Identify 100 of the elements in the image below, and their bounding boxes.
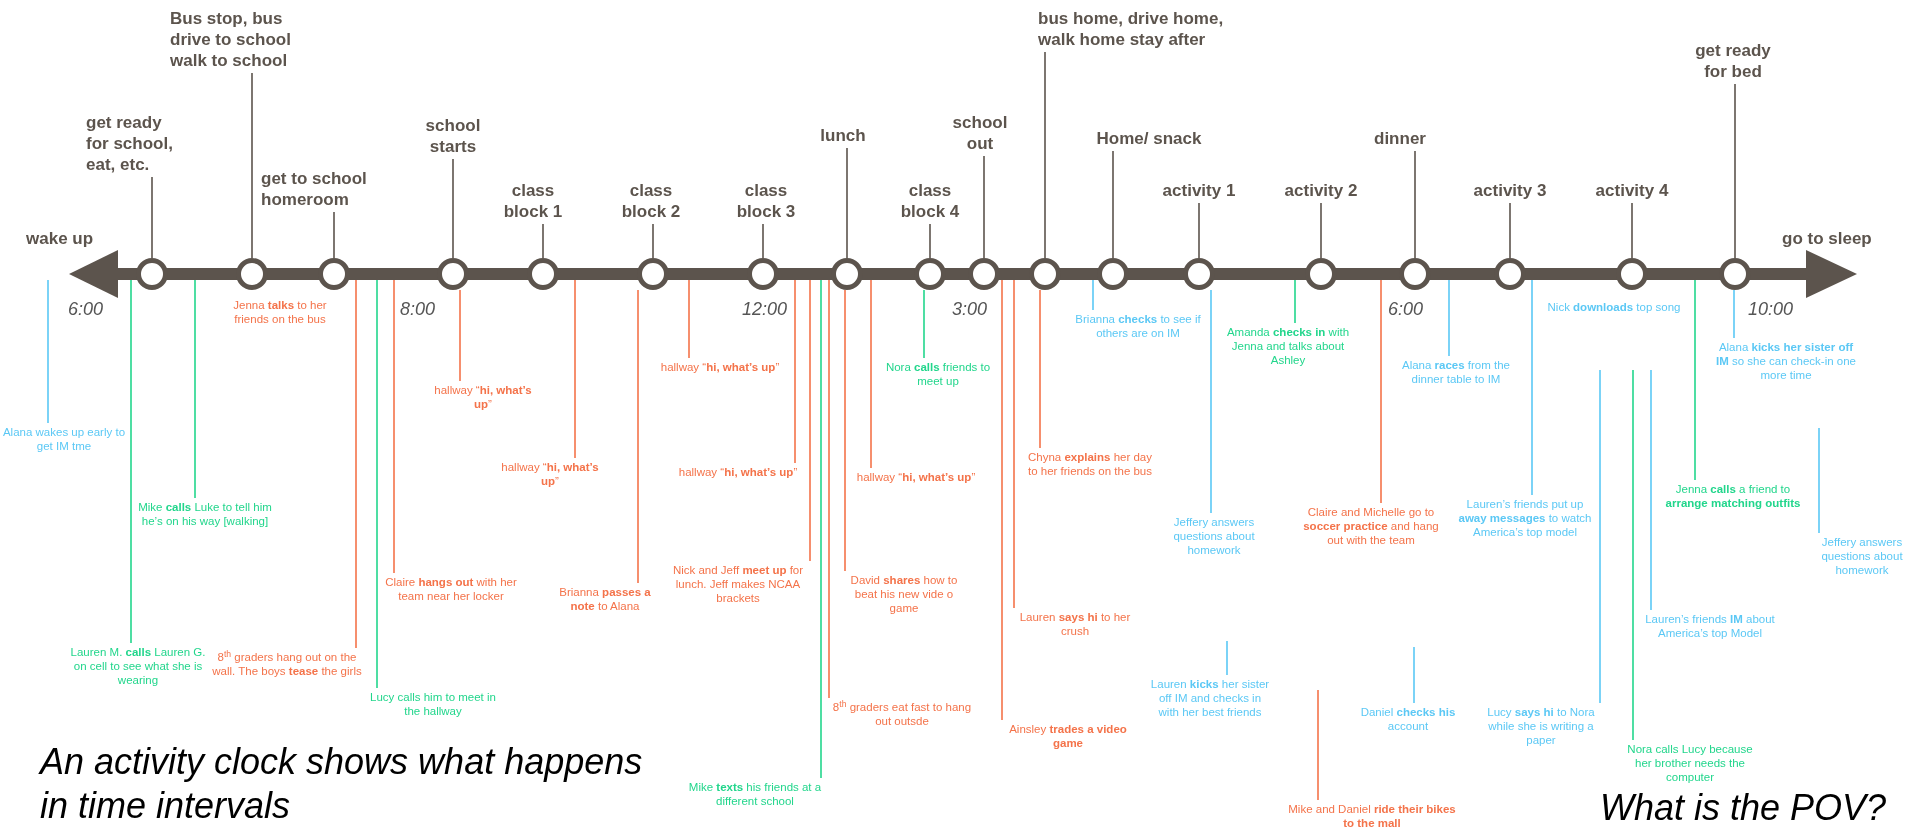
leader-line bbox=[1320, 202, 1322, 259]
event-note: hallway “hi, what’s up” bbox=[660, 360, 780, 374]
stage-label: school out bbox=[940, 112, 1020, 154]
event-note: Amanda checks in with Jenna and talks about Ashley bbox=[1223, 325, 1353, 367]
leader-line bbox=[542, 223, 544, 259]
leader-line bbox=[820, 279, 822, 779]
event-note: Nora calls friends to meet up bbox=[880, 360, 996, 388]
leader-line bbox=[1039, 289, 1041, 449]
question-text: What is the POV? bbox=[1600, 786, 1887, 830]
leader-line bbox=[1694, 279, 1696, 481]
event-note: Mike calls Luke to tell him he’s on his way [walking] bbox=[135, 500, 275, 528]
stage-label: Bus stop, bus drive to school walk to school bbox=[170, 8, 320, 71]
leader-line bbox=[1599, 369, 1601, 704]
event-note: hallway “hi, what’s up” bbox=[425, 383, 541, 411]
leader-line bbox=[870, 279, 872, 469]
leader-line bbox=[929, 223, 931, 259]
leader-line bbox=[846, 147, 848, 259]
leader-line bbox=[1198, 202, 1200, 259]
event-note: Nora calls Lucy because her brother needs the computer bbox=[1620, 742, 1760, 784]
caption-text: An activity clock shows what happens in time intervals bbox=[40, 740, 644, 828]
leader-line bbox=[762, 223, 764, 259]
endpoint-label: wake up bbox=[26, 228, 94, 250]
leader-line bbox=[47, 279, 49, 424]
event-note: Ainsley trades a video game bbox=[993, 722, 1143, 750]
leader-line bbox=[652, 223, 654, 259]
event-note: Claire hangs out with her team near her locker bbox=[383, 575, 519, 603]
event-note: Brianna checks to see if others are on IM bbox=[1070, 312, 1206, 340]
leader-line bbox=[1509, 202, 1511, 259]
leader-line bbox=[1044, 51, 1046, 259]
leader-line bbox=[1448, 279, 1450, 357]
leader-line bbox=[1210, 289, 1212, 514]
event-note: Jenna calls a friend to arrange matching outfits bbox=[1663, 482, 1803, 510]
time-label: 6:00 bbox=[68, 298, 104, 321]
leader-line bbox=[1650, 369, 1652, 611]
leader-line bbox=[459, 289, 461, 382]
stage-label: school starts bbox=[413, 115, 493, 157]
leader-line bbox=[1632, 369, 1634, 741]
stage-label: class block 1 bbox=[490, 180, 576, 222]
stage-label: bus home, drive home, walk home stay after bbox=[1038, 8, 1238, 50]
event-note: Nick and Jeff meet up for lunch. Jeff makes NCAA brackets bbox=[663, 563, 813, 605]
leader-line bbox=[1413, 646, 1415, 704]
event-note: Claire and Michelle go to soccer practice and hang out with the team bbox=[1301, 505, 1441, 547]
stage-label: activity 1 bbox=[1161, 180, 1237, 201]
event-note: Lauren’s friends IM about America’s top Model bbox=[1640, 612, 1780, 640]
leader-line bbox=[844, 289, 846, 572]
event-note: Nick downloads top song bbox=[1544, 300, 1684, 314]
event-note: Lauren says hi to her crush bbox=[1010, 610, 1140, 638]
event-note: Daniel checks his account bbox=[1343, 705, 1473, 733]
stage-label: dinner bbox=[1360, 128, 1440, 149]
event-note: David shares how to beat his new vide o game bbox=[839, 573, 969, 615]
event-note: hallway “hi, what’s up” bbox=[492, 460, 608, 488]
time-label: 8:00 bbox=[400, 298, 436, 321]
leader-line bbox=[1092, 279, 1094, 311]
leader-line bbox=[1294, 279, 1296, 324]
event-note: Lucy says hi to Nora while she is writing a paper bbox=[1476, 705, 1606, 747]
leader-line bbox=[130, 279, 132, 644]
event-note: Jeffery answers questions about homework bbox=[1807, 535, 1917, 577]
leader-line bbox=[637, 289, 639, 584]
stage-label: activity 4 bbox=[1594, 180, 1670, 201]
time-label: 10:00 bbox=[1748, 298, 1794, 321]
time-label: 6:00 bbox=[1388, 298, 1424, 321]
time-label: 12:00 bbox=[742, 298, 788, 321]
leader-line bbox=[1734, 83, 1736, 259]
leader-line bbox=[1631, 202, 1633, 259]
event-note: Brianna passes a note to Alana bbox=[547, 585, 663, 613]
leader-line bbox=[333, 211, 335, 259]
leader-line bbox=[983, 155, 985, 259]
event-note: Mike and Daniel ride their bikes to the mall bbox=[1287, 802, 1457, 830]
stage-label: lunch bbox=[803, 125, 883, 146]
leader-line bbox=[1317, 689, 1319, 801]
leader-line bbox=[1733, 289, 1735, 339]
stage-label: activity 3 bbox=[1472, 180, 1548, 201]
leader-line bbox=[1112, 150, 1114, 259]
stage-label: get ready for bed bbox=[1683, 40, 1783, 82]
leader-line bbox=[194, 279, 196, 499]
event-note: Chyna explains her day to her friends on the bus bbox=[1025, 450, 1155, 478]
leader-line bbox=[688, 279, 690, 359]
endpoint-label: go to sleep bbox=[1782, 228, 1872, 250]
leader-line bbox=[393, 279, 395, 574]
leader-line bbox=[1818, 427, 1820, 534]
time-label: 3:00 bbox=[952, 298, 988, 321]
leader-line bbox=[151, 176, 153, 259]
leader-line bbox=[794, 279, 796, 464]
event-note: Lucy calls him to meet in the hallway bbox=[368, 690, 498, 718]
stage-label: get ready for school, eat, etc. bbox=[86, 112, 186, 175]
event-note: Alana races from the dinner table to IM bbox=[1388, 358, 1524, 386]
leader-line bbox=[452, 158, 454, 259]
event-note: 8$^{th}$ graders eat fast to hang out outsde bbox=[824, 700, 980, 728]
stage-label: class block 4 bbox=[887, 180, 973, 222]
stage-label: class block 3 bbox=[723, 180, 809, 222]
event-note: Jenna talks to her friends on the bus bbox=[220, 298, 340, 326]
event-note: Lauren’s friends put up away messages to watch America’s top model bbox=[1455, 497, 1595, 539]
event-note: Jeffery answers questions about homework bbox=[1151, 515, 1277, 557]
event-note: hallway “hi, what’s up” bbox=[856, 470, 976, 484]
leader-line bbox=[1226, 640, 1228, 676]
event-note: Mike texts his friends at a different school bbox=[685, 780, 825, 808]
event-note: 8$^{th}$ graders hang out on the wall. The boys tease the girls bbox=[212, 650, 362, 678]
leader-line bbox=[1001, 279, 1003, 721]
leader-line bbox=[1013, 279, 1015, 609]
leader-line bbox=[809, 279, 811, 562]
